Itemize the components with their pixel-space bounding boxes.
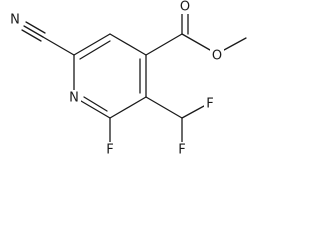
atom-label-o-ester: O <box>212 49 222 64</box>
bond-c6-c5-inner <box>79 40 111 60</box>
bond-chf2-f-top <box>181 105 205 119</box>
atom-o-ester: O <box>210 48 224 64</box>
bond-carbonyl-oester <box>181 33 211 51</box>
atom-o-carbonyl: O <box>178 0 192 15</box>
atom-label-f-ring: F <box>106 143 113 158</box>
bond-c5-c4 <box>109 33 147 56</box>
bond-triple-center <box>23 25 44 38</box>
bond-triple-upper <box>25 21 46 34</box>
atom-f-top: F <box>204 96 216 112</box>
bond-c2-n-inner <box>83 96 108 112</box>
bond-oester-methyl <box>223 37 247 51</box>
atom-label-o-carbonyl: O <box>180 0 190 15</box>
bond-triple-lower <box>21 29 42 42</box>
chemical-structure: N O O N F F F <box>8 0 247 158</box>
atom-f-bottom: F <box>176 142 188 158</box>
bond-c6-c5 <box>73 33 111 56</box>
atom-label-n-ring: N <box>69 91 79 106</box>
atom-n-cyano: N <box>8 12 22 28</box>
atom-label-f-bottom: F <box>178 143 185 158</box>
bond-c4-carbonyl <box>145 33 183 56</box>
bond-c3-chf2 <box>145 96 183 119</box>
cyano-bonds <box>21 21 75 56</box>
bond-c6-cn <box>42 36 75 56</box>
ring-bonds <box>73 33 147 119</box>
atom-label-f-top: F <box>206 97 213 112</box>
atom-f-ring: F <box>104 142 116 158</box>
ester-bonds <box>145 11 247 56</box>
atom-label-n-cyano: N <box>10 13 20 28</box>
difluoromethyl-bonds <box>145 96 205 143</box>
atom-n-ring: N <box>67 90 81 106</box>
bond-c3-c2 <box>109 96 147 119</box>
bond-c2-n <box>80 100 111 119</box>
atom-labels: N O O N F F F <box>8 0 224 158</box>
